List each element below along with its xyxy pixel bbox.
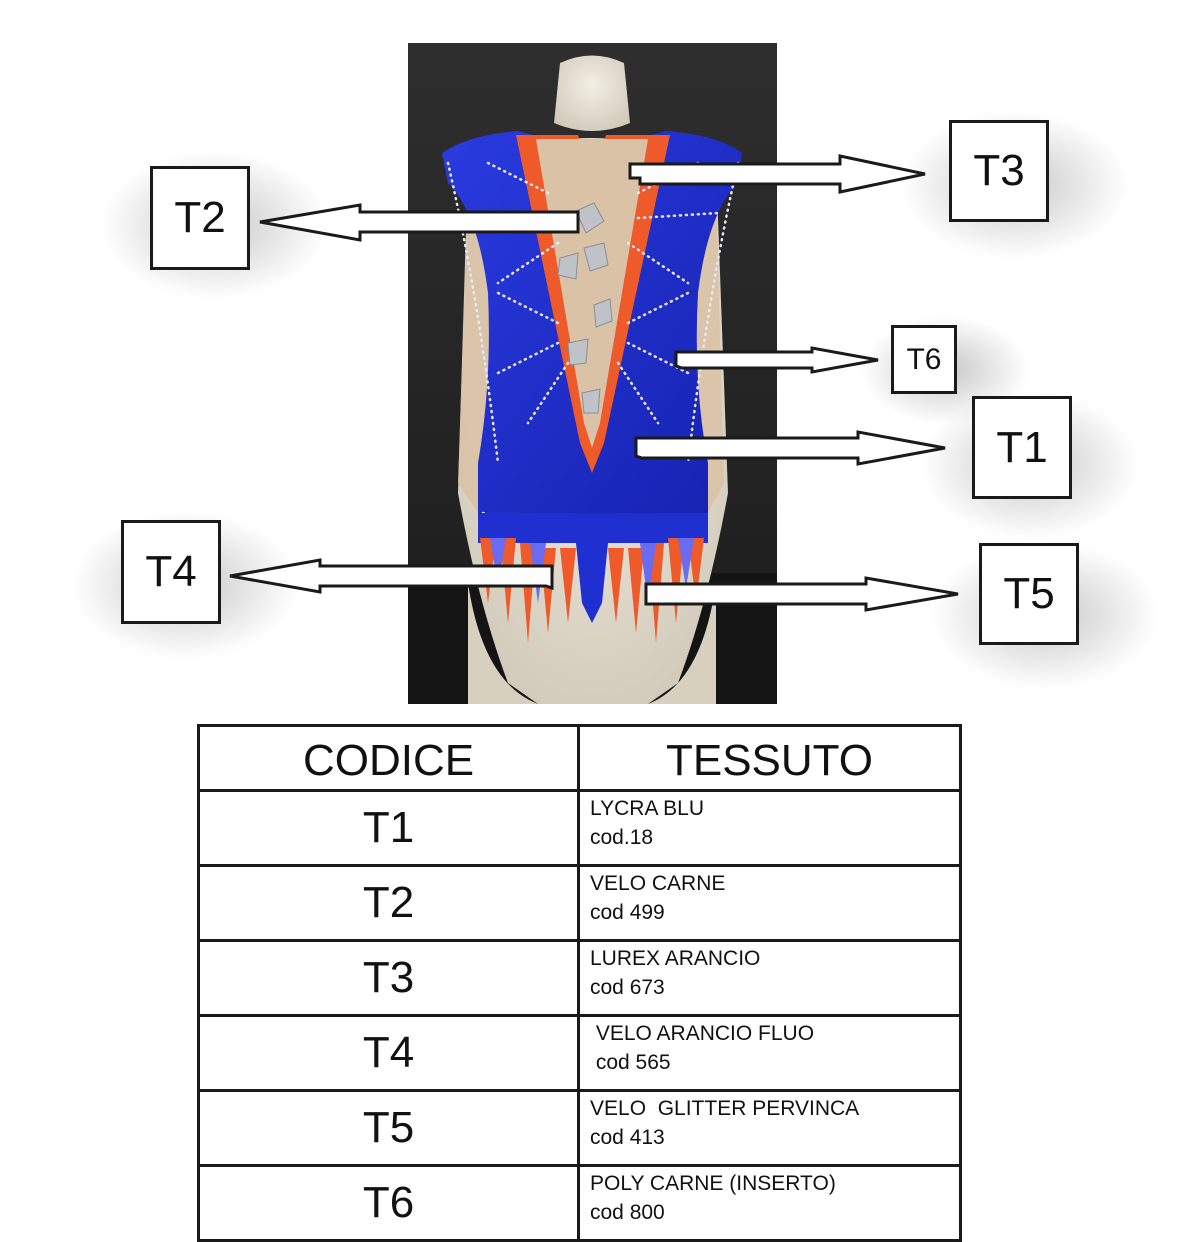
header-tessuto: TESSUTO [577, 724, 962, 792]
cell-code: T1 [197, 789, 580, 867]
cell-code: T4 [197, 1014, 580, 1092]
fabric-name: LYCRA BLU [590, 797, 704, 820]
fabric-ref: cod.18 [590, 826, 654, 850]
table-row: T5 VELO GLITTER PERVINCA cod 413 [197, 1089, 962, 1167]
cell-fabric: VELO ARANCIO FLUO cod 565 [577, 1014, 962, 1092]
cell-code: T2 [197, 864, 580, 942]
table-row: T4 VELO ARANCIO FLUO cod 565 [197, 1014, 962, 1092]
cell-fabric: LUREX ARANCIO cod 673 [577, 939, 962, 1017]
fabric-ref: cod 800 [590, 1201, 665, 1225]
fabric-table: CODICE TESSUTO T1 LYCRA BLU cod.18 T2 VE… [197, 724, 962, 1242]
fabric-ref: cod 673 [590, 976, 665, 1000]
table-row: T3 LUREX ARANCIO cod 673 [197, 939, 962, 1017]
cell-code: T5 [197, 1089, 580, 1167]
table-header-row: CODICE TESSUTO [197, 724, 962, 792]
table-row: T1 LYCRA BLU cod.18 [197, 789, 962, 867]
label-t3: T3 [949, 120, 1049, 222]
header-codice: CODICE [197, 724, 580, 792]
leotard-photo [408, 43, 777, 704]
leotard-illustration [408, 43, 777, 704]
fabric-ref: cod 413 [590, 1126, 665, 1150]
label-t1: T1 [972, 396, 1072, 499]
fabric-name: LUREX ARANCIO [590, 947, 761, 970]
fabric-ref: cod 565 [590, 1051, 671, 1075]
cell-fabric: VELO GLITTER PERVINCA cod 413 [577, 1089, 962, 1167]
cell-fabric: POLY CARNE (INSERTO) cod 800 [577, 1164, 962, 1242]
fabric-name: VELO ARANCIO FLUO [590, 1022, 815, 1045]
table-row: T6 POLY CARNE (INSERTO) cod 800 [197, 1164, 962, 1242]
cell-fabric: LYCRA BLU cod.18 [577, 789, 962, 867]
fabric-name: POLY CARNE (INSERTO) [590, 1172, 836, 1195]
cell-fabric: VELO CARNE cod 499 [577, 864, 962, 942]
label-t4: T4 [121, 520, 221, 624]
cell-code: T3 [197, 939, 580, 1017]
label-t2: T2 [150, 166, 250, 270]
fabric-name: VELO GLITTER PERVINCA [590, 1097, 860, 1120]
label-t6: T6 [891, 325, 957, 394]
table-row: T2 VELO CARNE cod 499 [197, 864, 962, 942]
fabric-ref: cod 499 [590, 901, 665, 925]
fabric-name: VELO CARNE [590, 872, 726, 895]
label-t5: T5 [979, 543, 1079, 645]
cell-code: T6 [197, 1164, 580, 1242]
